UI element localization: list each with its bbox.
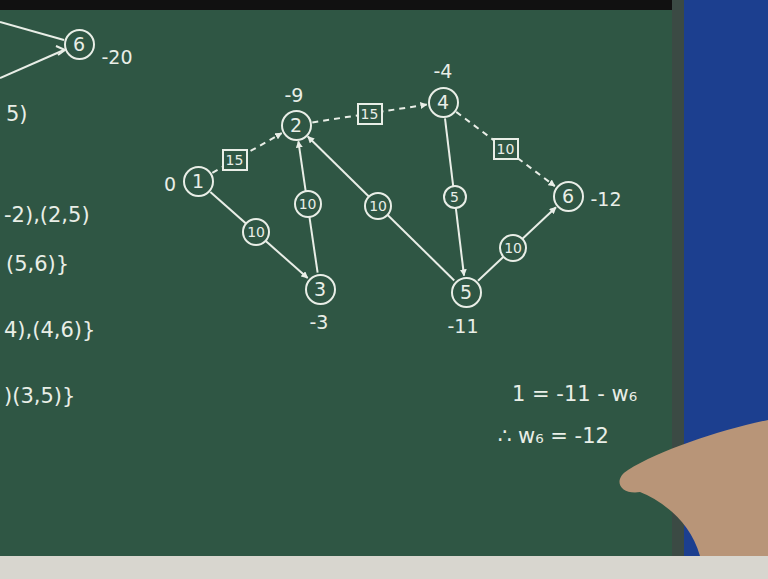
weight-text: 10 bbox=[299, 197, 317, 211]
node-circle: 3-3 bbox=[305, 274, 336, 305]
weight-text: 15 bbox=[226, 153, 244, 167]
node-number: 1 bbox=[192, 172, 204, 191]
node-number: 2 bbox=[290, 116, 302, 135]
node-number: 6 bbox=[73, 35, 85, 54]
weight-text: 10 bbox=[247, 225, 265, 239]
node-circle: 2-9 bbox=[281, 110, 312, 141]
node-circle: 6-20 bbox=[64, 29, 95, 60]
node-potential: -3 bbox=[310, 313, 329, 332]
boxed-weight: 10 bbox=[493, 138, 519, 160]
boxed-weight: 15 bbox=[357, 103, 383, 125]
node-potential: -20 bbox=[101, 48, 132, 67]
circled-weight: 10 bbox=[364, 192, 392, 220]
circled-weight: 10 bbox=[499, 234, 527, 262]
node-number: 6 bbox=[562, 187, 574, 206]
hand bbox=[619, 420, 768, 556]
incoming-line bbox=[0, 50, 64, 78]
board-top-edge bbox=[0, 0, 768, 10]
node-circle: 4-4 bbox=[428, 87, 459, 118]
board-note: )(3,5)} bbox=[4, 386, 75, 407]
boxed-weight: 15 bbox=[222, 149, 248, 171]
board-note: -2),(2,5) bbox=[4, 205, 90, 226]
board-bottom-edge bbox=[0, 556, 768, 579]
node-potential: 0 bbox=[164, 175, 176, 194]
arc bbox=[478, 207, 556, 280]
dashed-arc bbox=[456, 112, 555, 186]
dashed-arc bbox=[212, 133, 281, 173]
dashed-arc bbox=[312, 105, 426, 123]
node-potential: -11 bbox=[447, 317, 478, 336]
arc bbox=[308, 137, 454, 281]
weight-text: 10 bbox=[497, 142, 515, 156]
circled-weight: 5 bbox=[443, 185, 467, 209]
node-potential: -9 bbox=[285, 86, 304, 105]
node-number: 3 bbox=[314, 280, 326, 299]
node-number: 4 bbox=[437, 93, 449, 112]
weight-text: 10 bbox=[369, 199, 387, 213]
weight-text: 10 bbox=[504, 241, 522, 255]
board-note: (5,6)} bbox=[6, 254, 69, 275]
node-number: 5 bbox=[460, 283, 472, 302]
circled-weight: 10 bbox=[294, 190, 322, 218]
incoming-line bbox=[0, 22, 64, 40]
node-circle: 10 bbox=[183, 166, 214, 197]
board-note: 1 = -11 - w₆ bbox=[512, 384, 637, 405]
board-note: ∴ w₆ = -12 bbox=[498, 426, 609, 447]
node-potential: -4 bbox=[434, 62, 453, 81]
weight-text: 15 bbox=[361, 107, 379, 121]
node-potential: -12 bbox=[590, 190, 621, 209]
arc bbox=[298, 141, 317, 272]
board-note: 5) bbox=[6, 104, 28, 125]
board-note: 4),(4,6)} bbox=[4, 320, 95, 341]
node-circle: 6-12 bbox=[553, 181, 584, 212]
weight-text: 5 bbox=[450, 190, 459, 204]
node-circle: 5-11 bbox=[451, 277, 482, 308]
